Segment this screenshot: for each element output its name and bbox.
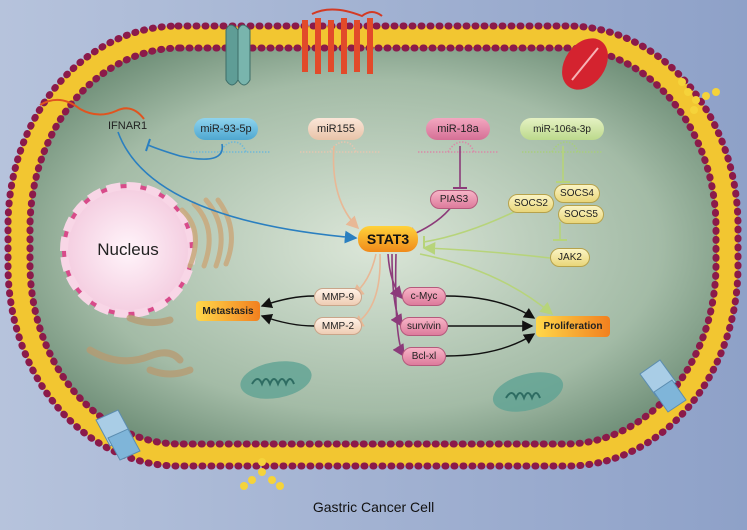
edge-ifnar1-to-stat3 <box>117 131 358 244</box>
edge-jak2-to-stat3 <box>422 242 551 259</box>
ligand-y-shape-top <box>678 78 720 114</box>
node-jak2: JAK2 <box>550 248 590 267</box>
node-mmp2: MMP-2 <box>314 317 362 335</box>
endoplasmic-reticulum <box>86 314 194 378</box>
transporter-left <box>95 409 141 461</box>
mirna-hairpin-3 <box>418 141 498 153</box>
node-socs4: SOCS4 <box>554 184 600 203</box>
transporter-right <box>639 359 687 413</box>
node-socs5: SOCS5 <box>558 205 604 224</box>
edge-socs2-inhibits-stat3 <box>423 207 523 243</box>
node-bclxl: Bcl-xl <box>402 347 446 366</box>
gpcr-receptor <box>302 8 383 74</box>
outcome-proliferation: Proliferation <box>536 316 610 337</box>
mirna-node-18a: miR-18a <box>426 118 490 140</box>
edge-cmyc-to-proliferation <box>445 295 536 319</box>
edge-bclxl-to-proliferation <box>445 333 536 357</box>
node-cmyc: c-Myc <box>402 287 446 306</box>
edge-mmp2-to-metastasis <box>260 314 315 327</box>
edge-mir93-bar <box>145 138 151 152</box>
mirna-node-106a-3p: miR-106a-3p <box>520 118 604 140</box>
outcome-metastasis: Metastasis <box>196 301 260 321</box>
channel-protein-red <box>562 38 608 90</box>
golgi-apparatus <box>179 197 234 269</box>
edge-mmp9-to-metastasis <box>260 295 315 308</box>
edge-mir93-inhibits-ifnar1 <box>147 143 224 160</box>
node-socs2: SOCS2 <box>508 194 554 213</box>
mitochondrion-right <box>492 372 564 412</box>
node-stat3-hub: STAT3 <box>358 226 418 252</box>
receptor-label: IFNAR1 <box>108 120 148 132</box>
ifnar1-receptor <box>39 98 145 120</box>
node-survivin: survivin <box>400 317 448 336</box>
mirna-node-155: miR155 <box>308 118 364 140</box>
mitochondrion-left <box>240 361 312 399</box>
ligand-y-shape-bottom <box>240 458 284 490</box>
mirna-hairpin-1 <box>190 141 270 153</box>
node-pias3: PIAS3 <box>430 190 478 209</box>
mirna-node-93-5p: miR-93-5p <box>194 118 258 140</box>
nucleus-label: Nucleus <box>97 240 159 259</box>
edge-stat3-to-proliferation <box>419 253 554 316</box>
nucleus <box>60 182 196 318</box>
edge-mir155-to-stat3 <box>332 145 360 230</box>
figure-title: Gastric Cancer Cell <box>312 499 435 515</box>
node-mmp9: MMP-9 <box>314 288 362 306</box>
channel-protein-teal <box>225 24 251 86</box>
mirna-hairpin-4 <box>522 141 602 153</box>
